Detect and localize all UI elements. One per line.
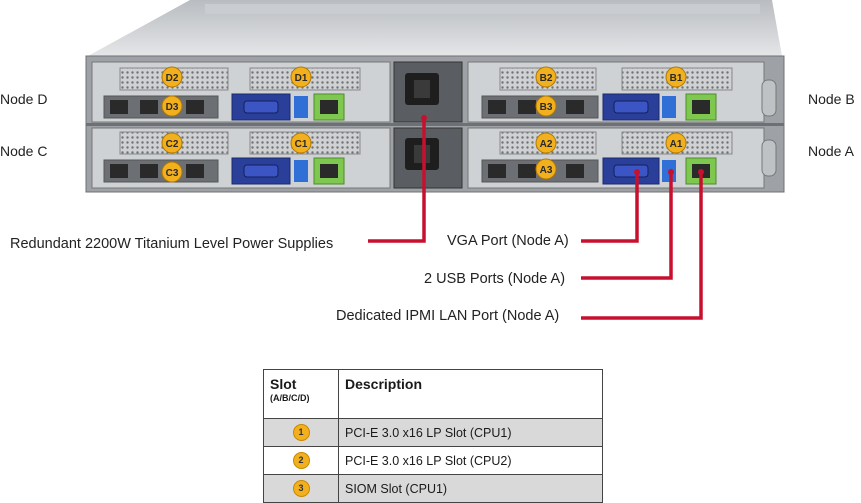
svg-text:C2: C2 [166,139,179,150]
node-a-handle [761,139,777,177]
slot-1-badge: 1 [292,424,310,441]
slot-1-description: PCI-E 3.0 x16 LP Slot (CPU1) [338,418,603,447]
svg-text:B1: B1 [670,73,683,84]
svg-text:D2: D2 [166,73,179,84]
description-column-header: Description [338,369,603,419]
slot-2-description: PCI-E 3.0 x16 LP Slot (CPU2) [338,446,603,475]
slot-badge-d1: D1 [290,66,312,88]
node-a-label: Node A [808,143,854,159]
node-b-handle [761,79,777,117]
vga-callout-dot [634,169,640,175]
slot-badge-d2: D2 [161,66,183,88]
node-b-label: Node B [808,91,855,107]
table-row: 3 SIOM Slot (CPU1) [263,474,603,503]
ipmi-callout-dot [698,169,704,175]
usb-callout-dot [668,169,674,175]
svg-text:B3: B3 [540,102,553,113]
slot-description-table: Slot (A/B/C/D) Description 1 PCI-E 3.0 x… [263,369,603,503]
slot-3-badge: 3 [292,480,310,497]
power-supply-callout-dot [421,115,427,121]
node-b-io [602,93,717,121]
node-c-label: Node C [0,143,48,159]
svg-text:D1: D1 [295,73,308,84]
slot-badge-a3: A3 [535,158,557,180]
slot-badge-b1: B1 [665,66,687,88]
table-row: 1 PCI-E 3.0 x16 LP Slot (CPU1) [263,418,603,447]
node-d-io [231,93,345,121]
chassis-divider [86,123,784,126]
slot-badge-a1: A1 [665,132,687,154]
vga-callout-line [581,172,639,243]
slot-badge-c3: C3 [161,161,183,183]
svg-text:A2: A2 [540,139,553,150]
slot-badge-c1: C1 [290,132,312,154]
svg-text:A1: A1 [670,139,683,150]
slot-badge-b3: B3 [535,95,557,117]
ipmi-lan-callout: Dedicated IPMI LAN Port (Node A) [336,308,560,324]
slot-badge-d3: D3 [161,95,183,117]
table-row: 2 PCI-E 3.0 x16 LP Slot (CPU2) [263,446,603,475]
svg-text:B2: B2 [540,73,553,84]
svg-text:D3: D3 [166,102,179,113]
table-header-row: Slot (A/B/C/D) Description [263,369,603,419]
slot-column-header: Slot (A/B/C/D) [263,369,339,419]
power-supply-1 [393,61,463,123]
svg-text:C3: C3 [166,168,179,179]
power-supply-2 [393,127,463,189]
slot-badge-a2: A2 [535,132,557,154]
usb-ports-callout: 2 USB Ports (Node A) [424,271,566,287]
ipmi-callout-line [581,172,703,320]
vga-port-callout: VGA Port (Node A) [447,233,569,249]
chassis-top-panel [205,4,760,14]
usb-callout-line [581,172,673,280]
svg-text:A3: A3 [540,165,553,176]
slot-badge-c2: C2 [161,132,183,154]
power-supplies-callout: Redundant 2200W Titanium Level Power Sup… [10,236,334,252]
svg-text:C1: C1 [295,139,308,150]
power-supply-callout-line [368,118,426,243]
node-c-io [231,157,345,185]
slot-3-description: SIOM Slot (CPU1) [338,474,603,503]
node-d-label: Node D [0,91,48,107]
slot-badge-b2: B2 [535,66,557,88]
slot-2-badge: 2 [292,452,310,469]
